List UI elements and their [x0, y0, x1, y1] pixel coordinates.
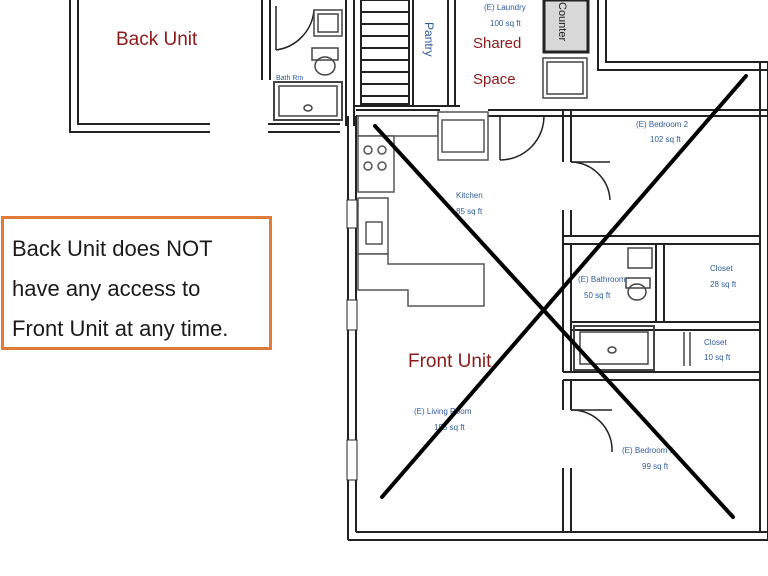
shared-space-label-line1: Shared [473, 35, 521, 52]
back-unit-walls [69, 0, 355, 133]
bath-area: 50 sq ft [584, 291, 611, 300]
back-unit-label: Back Unit [116, 29, 198, 50]
kitchen-name: Kitchen [456, 191, 483, 200]
bedroom2-name: (E) Bedroom 2 [636, 120, 689, 129]
closet1-area: 28 sq ft [710, 280, 737, 289]
left-windows [346, 199, 358, 481]
living-area: 195 sq ft [434, 423, 465, 432]
back-hall-door [275, 6, 315, 51]
counter-label: Counter [556, 2, 568, 41]
kitchen-area: 85 sq ft [456, 207, 483, 216]
laundry-name: (E) Laundry [484, 3, 526, 12]
closet2-name: Closet [704, 338, 727, 347]
cross-line-1 [373, 124, 735, 519]
front-bathroom-fixtures [573, 247, 691, 371]
shared-space-label-line2: Space [473, 71, 516, 88]
room-labels: (E) Laundry 100 sq ft (E) Bedroom 2 102 … [414, 3, 737, 471]
callout-line-2: have any access to [12, 276, 201, 301]
laundry-area: 100 sq ft [490, 19, 521, 28]
no-access-cross [373, 74, 748, 519]
callout-line-1: Back Unit does NOT [12, 236, 213, 261]
pantry-label: Pantry [422, 22, 436, 57]
closet2-area: 10 sq ft [704, 353, 731, 362]
back-bathroom [273, 9, 343, 121]
cross-line-2 [380, 74, 748, 499]
closet1-name: Closet [710, 264, 733, 273]
bedroom2-area: 102 sq ft [650, 135, 681, 144]
back-bath-label: Bath Rm [276, 75, 303, 82]
living-name: (E) Living Room [414, 407, 472, 416]
stairs [360, 0, 410, 105]
bedroom1-name: (E) Bedroom 1 [622, 446, 675, 455]
laundry-fixtures [542, 57, 588, 99]
callout-line-3: Front Unit at any time. [12, 316, 229, 341]
counter [542, 0, 590, 54]
pantry-walls [354, 0, 460, 107]
front-unit-label: Front Unit [408, 351, 492, 372]
bedroom1-area: 99 sq ft [642, 462, 669, 471]
access-note-callout: Back Unit does NOT have any access to Fr… [1, 216, 272, 350]
kitchen-counters [357, 111, 489, 307]
bath-name: (E) Bathroom [578, 275, 626, 284]
doors [499, 115, 613, 453]
